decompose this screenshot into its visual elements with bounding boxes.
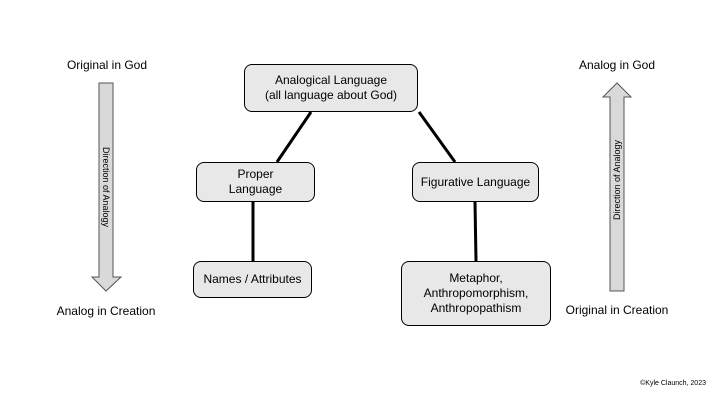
node-text: Proper Language: [228, 167, 283, 196]
node-proper-language: Proper Language: [196, 162, 315, 202]
left-top-label: Original in God: [66, 58, 148, 72]
node-text: Figurative Language: [420, 174, 531, 189]
node-text: Metaphor, Anthropomorphism, Anthropopath…: [423, 271, 529, 315]
up-arrow-icon: [601, 82, 633, 292]
right-top-label: Analog in God: [578, 58, 656, 72]
copyright: ©Kyle Claunch, 2023: [640, 380, 706, 387]
left-bottom-label: Analog in Creation: [56, 304, 156, 318]
edge-figurative-metaphor: [473, 201, 478, 262]
node-analogical-language: Analogical Language (all language about …: [244, 64, 418, 112]
edge-root-figurative: [417, 111, 457, 163]
edge-root-proper: [275, 111, 313, 163]
node-text: Analogical Language (all language about …: [264, 73, 398, 102]
left-arrow-label: Direction of Analogy: [101, 146, 111, 228]
right-bottom-label: Original in Creation: [565, 303, 669, 317]
node-figurative-language: Figurative Language: [412, 162, 539, 202]
right-arrow-label: Direction of Analogy: [612, 139, 622, 221]
node-metaphor: Metaphor, Anthropomorphism, Anthropopath…: [401, 261, 551, 326]
node-text: Names / Attributes: [203, 272, 302, 286]
node-names-attributes: Names / Attributes: [193, 261, 312, 298]
down-arrow-icon: [90, 82, 123, 292]
